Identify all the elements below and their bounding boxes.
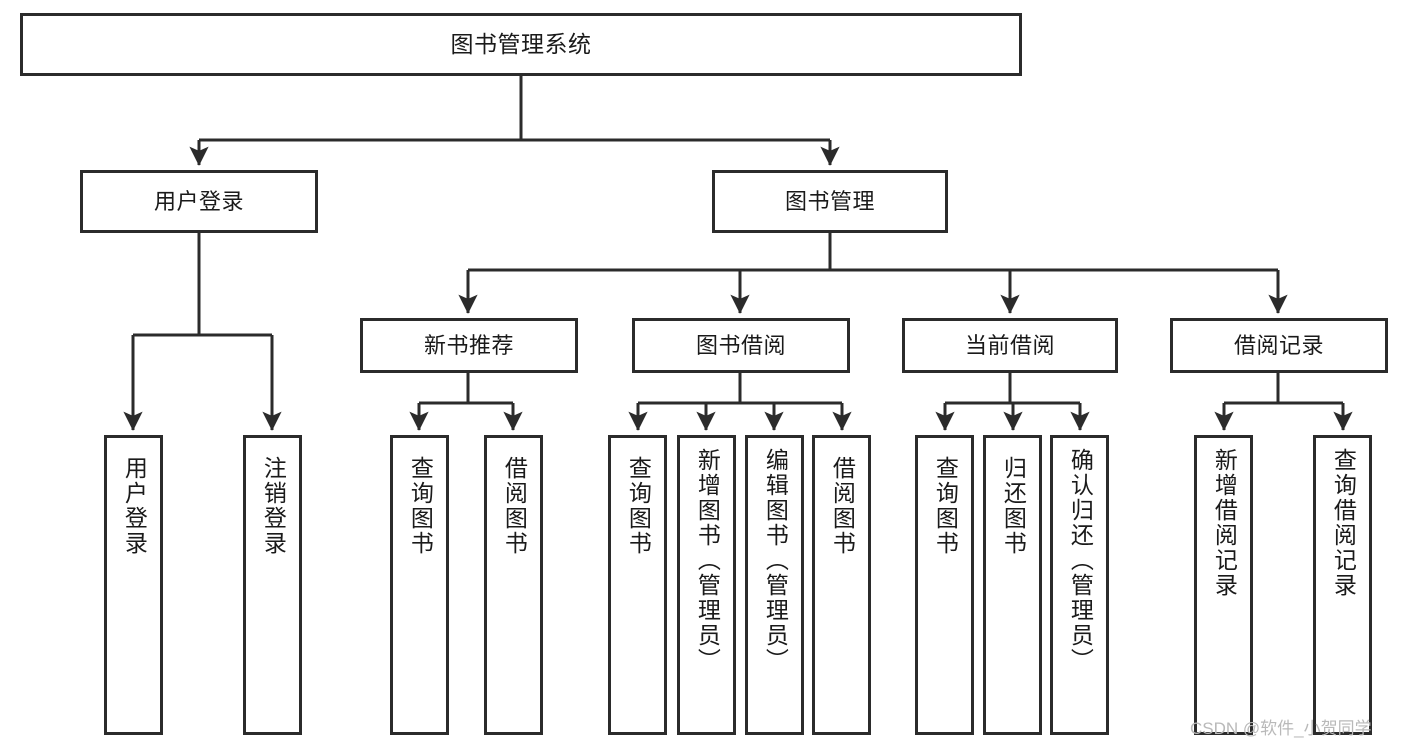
node-book-borrow[interactable]: 图书借阅 [632, 318, 850, 373]
node-current-borrow[interactable]: 当前借阅 [902, 318, 1118, 373]
node-label: 新增借阅记录 [1211, 448, 1238, 598]
node-user-login[interactable]: 用户登录 [80, 170, 318, 233]
node-leaf-user-login[interactable]: 用户登录 [104, 435, 163, 735]
node-leaf-add-book[interactable]: 新增图书（管理员） [677, 435, 736, 735]
node-new-book-recommend[interactable]: 新书推荐 [360, 318, 578, 373]
csdn-watermark: CSDN @软件_小贺同学 [1190, 719, 1372, 738]
node-leaf-query-book-current[interactable]: 查询图书 [915, 435, 974, 735]
node-label: 图书管理 [784, 188, 875, 214]
node-label: 编辑图书（管理员） [762, 448, 789, 673]
node-label: 图书管理系统 [450, 31, 592, 58]
node-leaf-query-book-borrow[interactable]: 查询图书 [608, 435, 667, 735]
node-leaf-query-book-recommend[interactable]: 查询图书 [390, 435, 449, 735]
node-label: 查询借阅记录 [1330, 448, 1357, 598]
node-label: 查询图书 [407, 456, 434, 556]
node-leaf-query-borrow-record[interactable]: 查询借阅记录 [1313, 435, 1372, 735]
node-root-system[interactable]: 图书管理系统 [20, 13, 1022, 76]
node-label: 用户登录 [153, 188, 244, 214]
node-leaf-borrow-book[interactable]: 借阅图书 [812, 435, 871, 735]
node-book-manage[interactable]: 图书管理 [712, 170, 948, 233]
node-leaf-edit-book[interactable]: 编辑图书（管理员） [745, 435, 804, 735]
node-label: 注销登录 [260, 456, 287, 556]
node-label: 查询图书 [625, 456, 652, 556]
node-label: 查询图书 [932, 456, 959, 556]
node-leaf-return-book[interactable]: 归还图书 [983, 435, 1042, 735]
node-label: 借阅图书 [501, 456, 528, 556]
node-label: 图书借阅 [695, 332, 786, 358]
node-label: 新增图书（管理员） [694, 448, 721, 673]
node-leaf-add-borrow-record[interactable]: 新增借阅记录 [1194, 435, 1253, 735]
node-leaf-user-logout[interactable]: 注销登录 [243, 435, 302, 735]
node-borrow-record[interactable]: 借阅记录 [1170, 318, 1388, 373]
node-label: 当前借阅 [964, 332, 1055, 358]
node-leaf-borrow-book-recommend[interactable]: 借阅图书 [484, 435, 543, 735]
node-label: 确认归还（管理员） [1067, 448, 1094, 673]
node-label: 借阅图书 [829, 456, 856, 556]
node-label: 用户登录 [121, 456, 148, 556]
node-leaf-confirm-return[interactable]: 确认归还（管理员） [1050, 435, 1109, 735]
node-label: 借阅记录 [1233, 332, 1324, 358]
node-label: 归还图书 [1000, 456, 1027, 556]
node-label: 新书推荐 [423, 332, 514, 358]
